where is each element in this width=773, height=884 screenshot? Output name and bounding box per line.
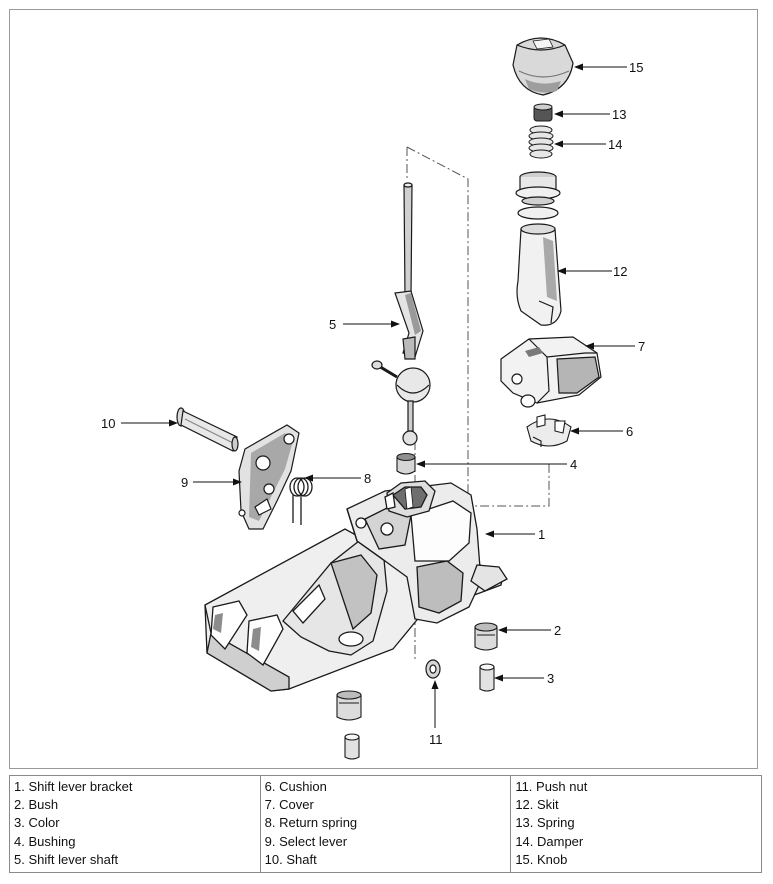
callout-7: 7 bbox=[638, 339, 645, 354]
callout-leaders bbox=[121, 63, 635, 728]
shaft-10-part bbox=[176, 407, 239, 452]
callout-4: 4 bbox=[570, 457, 577, 472]
legend-item: 7. Cover bbox=[264, 797, 314, 813]
legend-item: 9. Select lever bbox=[264, 833, 348, 849]
select-lever-9-part bbox=[238, 424, 300, 530]
callout-2: 2 bbox=[554, 623, 561, 638]
callout-10: 10 bbox=[101, 416, 115, 431]
shift-lever-shaft-5-part bbox=[371, 182, 431, 446]
callout-12: 12 bbox=[613, 264, 627, 279]
callout-9: 9 bbox=[181, 475, 188, 490]
cushion-6-part bbox=[526, 414, 572, 447]
legend-item: 5. Shift lever shaft bbox=[14, 851, 119, 867]
damper-14-part bbox=[528, 125, 554, 159]
spring-13-part bbox=[533, 103, 553, 122]
exploded-view-diagram: 1 2 3 4 5 6 7 8 9 10 11 12 13 14 15 bbox=[9, 9, 758, 769]
bush-2-lower-part bbox=[336, 690, 362, 721]
collar-3-lower-part bbox=[344, 733, 360, 760]
callout-numbers: 1 2 3 4 5 6 7 8 9 10 11 12 13 14 15 bbox=[101, 60, 645, 747]
legend-item: 10. Shaft bbox=[264, 851, 317, 867]
legend-item: 3. Color bbox=[14, 815, 60, 831]
legend-column-3: 11. Push nut 12. Skit 13. Spring 14. Dam… bbox=[510, 774, 762, 874]
callout-13: 13 bbox=[612, 107, 626, 122]
legend-item: 2. Bush bbox=[14, 797, 59, 813]
callout-15: 15 bbox=[629, 60, 643, 75]
legend-column-2: 6. Cushion 7. Cover 8. Return spring 9. … bbox=[259, 774, 512, 874]
callout-3: 3 bbox=[547, 671, 554, 686]
push-nut-11-part bbox=[425, 659, 441, 679]
legend-item: 11. Push nut bbox=[515, 779, 588, 794]
bush-2-part bbox=[474, 622, 498, 651]
bushing-4-part bbox=[396, 452, 416, 475]
legend-item: 15. Knob bbox=[515, 851, 568, 867]
legend-item: 12. Skit bbox=[515, 797, 559, 813]
legend-item: 14. Damper bbox=[515, 833, 584, 849]
legend-item: 13. Spring bbox=[515, 815, 575, 831]
legend-column-1: 1. Shift lever bracket 2. Bush 3. Color … bbox=[9, 774, 261, 874]
callout-6: 6 bbox=[626, 424, 633, 439]
callout-14: 14 bbox=[608, 137, 622, 152]
return-spring-8-part bbox=[289, 477, 313, 525]
legend-row: 1. Shift lever bracket 2. Bush 3. Color … bbox=[9, 774, 762, 874]
knob-part bbox=[512, 37, 574, 96]
callout-1: 1 bbox=[538, 527, 545, 542]
legend-item: 4. Bushing bbox=[14, 833, 76, 849]
cover-7-part bbox=[500, 336, 602, 408]
shift-lever-bracket-1-part bbox=[204, 480, 508, 692]
callout-8: 8 bbox=[364, 471, 371, 486]
skit-12-part bbox=[515, 171, 562, 326]
collar-3-part bbox=[479, 663, 495, 692]
callout-5: 5 bbox=[329, 317, 336, 332]
legend-item: 6. Cushion bbox=[264, 779, 327, 794]
callout-11: 11 bbox=[429, 732, 443, 747]
parts-legend-table: 1. Shift lever bracket 2. Bush 3. Color … bbox=[9, 774, 762, 874]
legend-item: 1. Shift lever bracket bbox=[14, 779, 133, 794]
legend-item: 8. Return spring bbox=[264, 815, 358, 831]
